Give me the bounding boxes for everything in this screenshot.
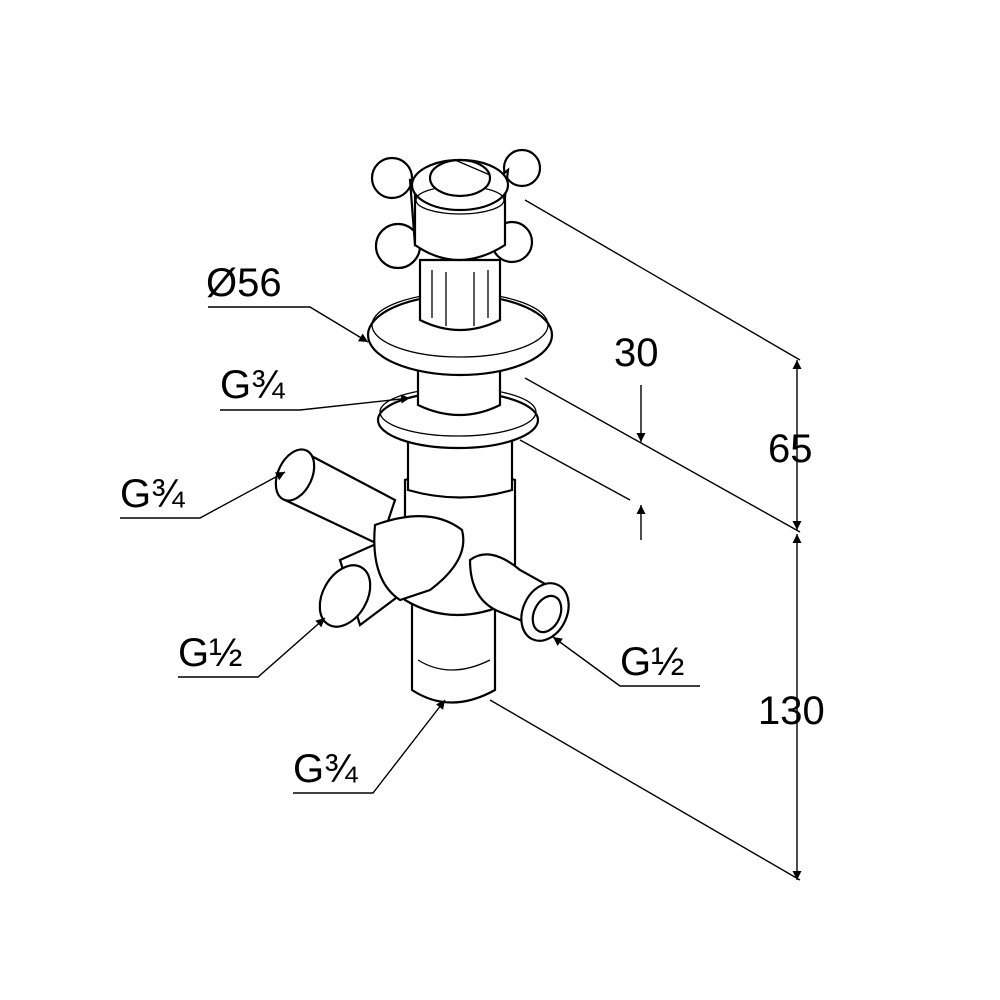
label-thread-bottom: G¾ [293, 747, 358, 791]
dimension-handle-height: 65 [768, 427, 813, 471]
label-rosette-diameter: Ø56 [206, 261, 282, 305]
leader-lines [120, 306, 700, 794]
dimension-body-height: 130 [758, 689, 825, 733]
dimension-lines [489, 199, 802, 881]
label-thread-upper: G¾ [220, 363, 285, 407]
valve-body [274, 148, 570, 704]
label-thread-left-inlet: G¾ [120, 472, 185, 516]
label-thread-left-outlet: G½ [178, 631, 242, 675]
dimension-depth-offset: 30 [614, 331, 659, 375]
label-thread-right-outlet: G½ [620, 640, 684, 684]
